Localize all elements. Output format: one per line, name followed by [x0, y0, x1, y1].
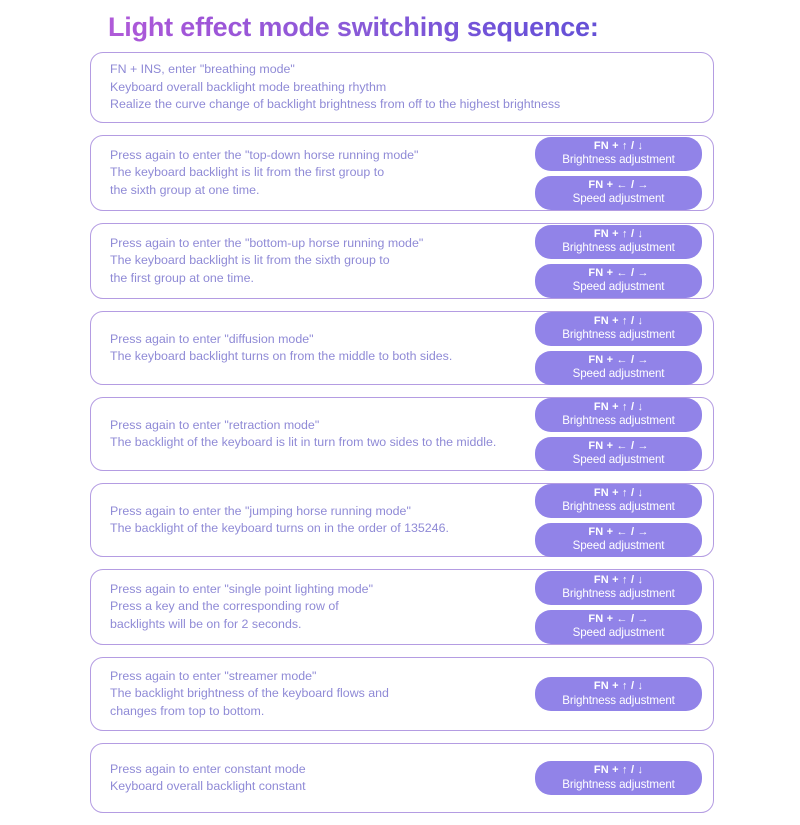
- mode-description: FN + INS, enter "breathing mode" Keyboar…: [110, 62, 561, 112]
- mode-description: Press again to enter the "top-down horse…: [110, 147, 419, 197]
- mode-card: Press again to enter "single point light…: [90, 569, 714, 645]
- mode-description: Press again to enter "retraction mode" T…: [110, 417, 497, 449]
- speed-adjustment-badge[interactable]: FN + ← / → Speed adjustment: [535, 522, 702, 557]
- shortcut-badge-group: FN + ↑ / ↓ Brightness adjustment FN + ← …: [535, 306, 707, 391]
- shortcut-badge-group: FN + ↑ / ↓ Brightness adjustment FN + ← …: [535, 565, 707, 650]
- brightness-name-label: Brightness adjustment: [562, 777, 675, 791]
- brightness-name-label: Brightness adjustment: [562, 500, 675, 513]
- brightness-name-label: Brightness adjustment: [562, 587, 675, 600]
- mode-card: Press again to enter "streamer mode" The…: [90, 657, 714, 731]
- speed-keys-label: FN + ← / →: [588, 612, 649, 625]
- brightness-adjustment-badge[interactable]: FN + ↑ / ↓ Brightness adjustment: [535, 397, 702, 432]
- speed-name-label: Speed adjustment: [572, 367, 665, 380]
- brightness-name-label: Brightness adjustment: [562, 241, 675, 254]
- brightness-keys-label: FN + ↑ / ↓: [593, 139, 644, 152]
- brightness-name-label: Brightness adjustment: [562, 153, 675, 166]
- shortcut-badge-group: FN + ↑ / ↓ Brightness adjustment FN + ← …: [535, 478, 707, 563]
- shortcut-badge-group: [702, 82, 707, 94]
- brightness-name-label: Brightness adjustment: [562, 414, 675, 427]
- mode-card: Press again to enter "retraction mode" T…: [90, 397, 714, 471]
- speed-name-label: Speed adjustment: [572, 539, 665, 552]
- page-title: Light effect mode switching sequence:: [108, 12, 599, 42]
- brightness-adjustment-badge[interactable]: FN + ↑ / ↓ Brightness adjustment: [535, 311, 702, 346]
- mode-card-list: FN + INS, enter "breathing mode" Keyboar…: [90, 52, 714, 825]
- shortcut-badge-group: FN + ↑ / ↓ Brightness adjustment FN + ← …: [535, 219, 707, 304]
- mode-description: Press again to enter the "jumping horse …: [110, 503, 449, 535]
- brightness-adjustment-badge[interactable]: FN + ↑ / ↓ Brightness adjustment: [535, 224, 702, 259]
- speed-keys-label: FN + ← / →: [588, 353, 649, 366]
- mode-description: Press again to enter "streamer mode" The…: [110, 668, 389, 718]
- mode-description: Press again to enter the "bottom-up hors…: [110, 235, 424, 285]
- mode-card: Press again to enter the "bottom-up hors…: [90, 223, 714, 299]
- shortcut-badge-group: FN + ↑ / ↓ Brightness adjustment: [535, 755, 707, 801]
- mode-card: Press again to enter the "jumping horse …: [90, 483, 714, 557]
- mode-card: Press again to enter constant mode Keybo…: [90, 743, 714, 813]
- shortcut-badge-group: FN + ↑ / ↓ Brightness adjustment FN + ← …: [535, 131, 707, 216]
- brightness-name-label: Brightness adjustment: [562, 693, 675, 707]
- speed-adjustment-badge[interactable]: FN + ← / → Speed adjustment: [535, 175, 702, 210]
- brightness-keys-label: FN + ↑ / ↓: [593, 680, 644, 692]
- speed-adjustment-badge[interactable]: FN + ← / → Speed adjustment: [535, 609, 702, 644]
- shortcut-badge-group: FN + ↑ / ↓ Brightness adjustment: [535, 671, 707, 717]
- speed-adjustment-badge[interactable]: FN + ← / → Speed adjustment: [535, 263, 702, 298]
- mode-description: Press again to enter "single point light…: [110, 581, 373, 631]
- speed-keys-label: FN + ← / →: [588, 178, 649, 191]
- brightness-keys-label: FN + ↑ / ↓: [593, 486, 644, 499]
- speed-keys-label: FN + ← / →: [588, 525, 649, 538]
- brightness-keys-label: FN + ↑ / ↓: [593, 314, 644, 327]
- brightness-keys-label: FN + ↑ / ↓: [593, 400, 644, 413]
- brightness-adjustment-badge[interactable]: FN + ↑ / ↓ Brightness adjustment: [535, 570, 702, 605]
- speed-name-label: Speed adjustment: [572, 280, 665, 293]
- speed-adjustment-badge[interactable]: FN + ← / → Speed adjustment: [535, 350, 702, 385]
- mode-description: Press again to enter "diffusion mode" Th…: [110, 331, 453, 363]
- brightness-keys-label: FN + ↑ / ↓: [593, 227, 644, 240]
- mode-card: FN + INS, enter "breathing mode" Keyboar…: [90, 52, 714, 123]
- speed-keys-label: FN + ← / →: [588, 266, 649, 279]
- shortcut-badge-group: FN + ↑ / ↓ Brightness adjustment FN + ← …: [535, 392, 707, 477]
- mode-card: Press again to enter the "top-down horse…: [90, 135, 714, 211]
- speed-adjustment-badge[interactable]: FN + ← / → Speed adjustment: [535, 436, 702, 471]
- brightness-adjustment-badge[interactable]: FN + ↑ / ↓ Brightness adjustment: [535, 677, 702, 711]
- brightness-keys-label: FN + ↑ / ↓: [593, 573, 644, 586]
- speed-name-label: Speed adjustment: [572, 626, 665, 639]
- speed-name-label: Speed adjustment: [572, 192, 665, 205]
- brightness-name-label: Brightness adjustment: [562, 328, 675, 341]
- speed-keys-label: FN + ← / →: [588, 439, 649, 452]
- brightness-adjustment-badge[interactable]: FN + ↑ / ↓ Brightness adjustment: [535, 483, 702, 518]
- brightness-adjustment-badge[interactable]: FN + ↑ / ↓ Brightness adjustment: [535, 136, 702, 171]
- brightness-keys-label: FN + ↑ / ↓: [593, 764, 644, 776]
- mode-description: Press again to enter constant mode Keybo…: [110, 761, 306, 793]
- light-effect-guide-page: Light effect mode switching sequence: FN…: [90, 12, 714, 813]
- brightness-adjustment-badge[interactable]: FN + ↑ / ↓ Brightness adjustment: [535, 761, 702, 795]
- mode-card: Press again to enter "diffusion mode" Th…: [90, 311, 714, 385]
- speed-name-label: Speed adjustment: [572, 453, 665, 466]
